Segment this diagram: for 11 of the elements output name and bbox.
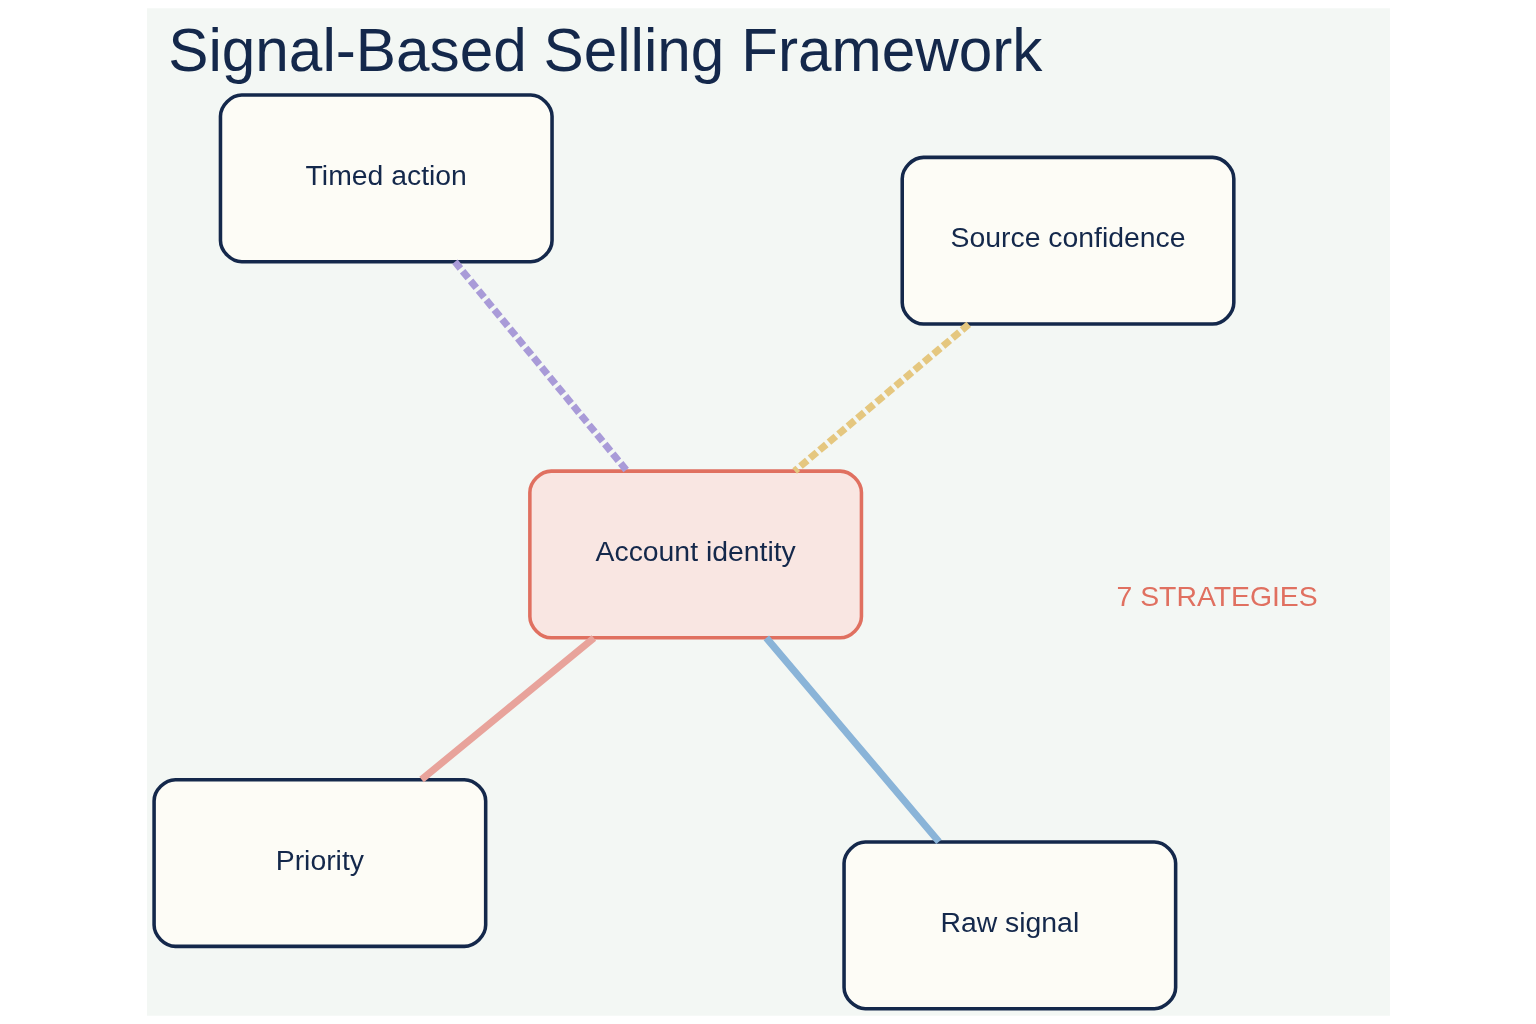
node-box: Timed action: [218, 93, 554, 264]
node-box: Source confidence: [899, 155, 1236, 326]
connector: [791, 321, 971, 474]
node-box: Account identity: [527, 469, 863, 640]
connector: [451, 259, 629, 473]
diagram-title: Signal-Based Selling Framework: [167, 15, 1042, 84]
connector: [418, 635, 596, 783]
node-box: Priority: [151, 777, 487, 949]
label: 7 STRATEGIES: [1116, 579, 1318, 612]
connector: [763, 635, 942, 844]
node-box: Raw signal: [841, 840, 1177, 1011]
